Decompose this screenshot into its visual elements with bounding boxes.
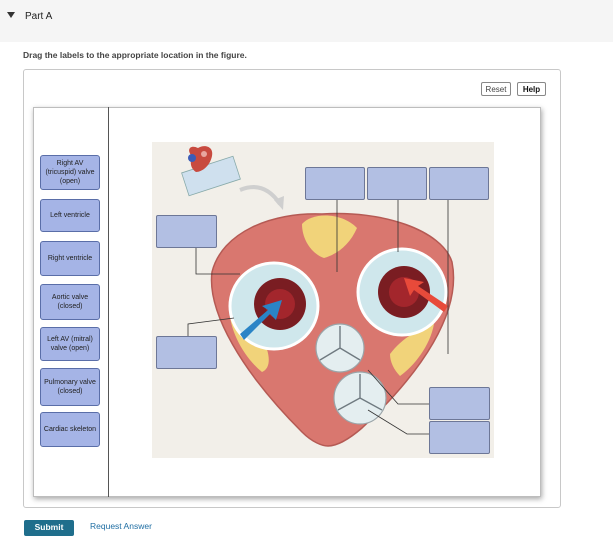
request-answer-link[interactable]: Request Answer — [90, 521, 152, 531]
drag-label-left-ventricle[interactable]: Left ventricle — [40, 199, 100, 232]
drop-target-right-upper[interactable] — [429, 387, 490, 420]
heart-orientation-inset — [181, 146, 284, 210]
drag-label-aortic-valve[interactable]: Aortic valve (closed) — [40, 284, 100, 320]
heart-cross-section — [210, 212, 455, 447]
drag-label-left-av-valve[interactable]: Left AV (mitral) valve (open) — [40, 327, 100, 361]
submit-button[interactable]: Submit — [24, 520, 74, 536]
drop-target-top-2[interactable] — [367, 167, 427, 200]
drop-target-left-upper[interactable] — [156, 215, 217, 248]
help-button[interactable]: Help — [517, 82, 546, 96]
part-header[interactable]: Part A — [0, 0, 613, 42]
drop-target-left-lower[interactable] — [156, 336, 217, 369]
drag-label-right-av-valve[interactable]: Right AV (tricuspid) valve (open) — [40, 155, 100, 190]
collapse-caret-icon[interactable] — [7, 12, 15, 18]
drag-label-pulmonary-valve[interactable]: Pulmonary valve (closed) — [40, 368, 100, 406]
part-title: Part A — [25, 11, 53, 22]
drop-target-right-lower[interactable] — [429, 421, 490, 454]
drop-target-top-3[interactable] — [429, 167, 489, 200]
drop-target-top-1[interactable] — [305, 167, 365, 200]
drag-label-cardiac-skeleton[interactable]: Cardiac skeleton — [40, 412, 100, 447]
drag-label-right-ventricle[interactable]: Right ventricle — [40, 241, 100, 276]
instructions-text: Drag the labels to the appropriate locat… — [23, 50, 247, 60]
label-bank — [33, 107, 109, 497]
reset-button[interactable]: Reset — [481, 82, 511, 96]
leader-lines — [187, 186, 449, 435]
